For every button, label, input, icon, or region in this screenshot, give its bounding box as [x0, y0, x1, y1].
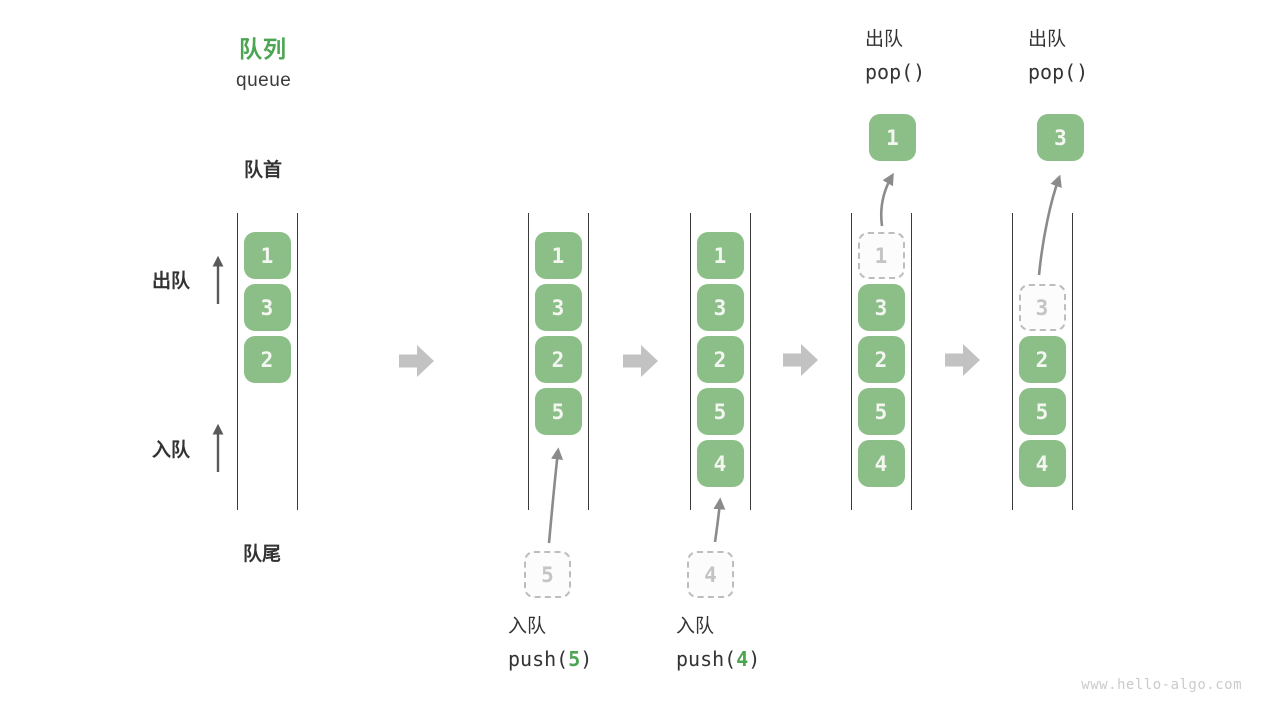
queue-element: 3 — [696, 284, 744, 331]
operation-code-pre: push( — [508, 647, 569, 671]
queue-element: 2 — [1018, 336, 1066, 383]
queue-front-label: 队首 — [244, 160, 283, 181]
operation-code-pre: pop( — [865, 60, 914, 84]
queue-element: 4 — [857, 440, 905, 487]
staged-element: 4 — [687, 551, 734, 598]
operation-label: 入队 push(5) — [508, 617, 592, 670]
queue-element: 3 — [534, 284, 582, 331]
operation-name: 出队 — [865, 29, 904, 50]
operation-label: 出队 pop() — [1028, 30, 1088, 83]
operation-code: pop() — [1028, 60, 1088, 84]
queue-element: 5 — [534, 388, 582, 435]
operation-name: 出队 — [1028, 29, 1067, 50]
operation-code-arg: 4 — [736, 647, 749, 671]
operation-code-post: ) — [1076, 60, 1089, 84]
queue-element: 4 — [696, 440, 744, 487]
operation-code: push(5) — [508, 647, 592, 671]
operation-name: 入队 — [508, 616, 547, 637]
diagram-title-en: queue — [236, 70, 292, 91]
watermark: www.hello-algo.com — [1081, 677, 1242, 693]
next-state-arrow-icon-3 — [783, 344, 818, 376]
queue-element: 5 — [696, 388, 744, 435]
popped-element: 1 — [869, 114, 916, 161]
operation-label: 出队 pop() — [865, 30, 925, 83]
queue-element: 5 — [857, 388, 905, 435]
next-state-arrow-icon-1 — [399, 345, 434, 377]
dequeue-direction-label: 出队 — [152, 271, 191, 292]
queue-element: 3 — [243, 284, 291, 331]
operation-code-post: ) — [748, 647, 761, 671]
diagram-title-zh: 队列 — [239, 36, 287, 62]
queue-element: 2 — [243, 336, 291, 383]
queue-element: 2 — [696, 336, 744, 383]
queue-state-5-after-pop-3: 3 2 5 4 — [1012, 213, 1073, 510]
queue-element: 2 — [534, 336, 582, 383]
queue-element: 1 — [696, 232, 744, 279]
queue-element: 3 — [857, 284, 905, 331]
queue-element: 2 — [857, 336, 905, 383]
enqueue-direction-label: 入队 — [152, 440, 191, 461]
operation-code: pop() — [865, 60, 925, 84]
queue-element: 4 — [1018, 440, 1066, 487]
operation-code-post: ) — [580, 647, 593, 671]
queue-rear-label: 队尾 — [243, 544, 282, 565]
staged-element: 5 — [524, 551, 571, 598]
operation-code: push(4) — [676, 647, 760, 671]
queue-element-ghost: 3 — [1018, 284, 1066, 331]
next-state-arrow-icon-4 — [945, 344, 980, 376]
operation-code-pre: pop( — [1028, 60, 1077, 84]
next-state-arrow-icon-2 — [623, 345, 658, 377]
operation-code-arg: 5 — [568, 647, 581, 671]
queue-element: 1 — [534, 232, 582, 279]
queue-state-2-after-push-5: 1 3 2 5 — [528, 213, 589, 510]
queue-element: 5 — [1018, 388, 1066, 435]
queue-state-4-after-pop-1: 1 3 2 5 4 — [851, 213, 912, 510]
operation-code-pre: push( — [676, 647, 737, 671]
queue-element-ghost: 1 — [857, 232, 905, 279]
queue-state-3-after-push-4: 1 3 2 5 4 — [690, 213, 751, 510]
operation-label: 入队 push(4) — [676, 617, 760, 670]
queue-element: 1 — [243, 232, 291, 279]
popped-element: 3 — [1037, 114, 1084, 161]
operation-code-post: ) — [913, 60, 926, 84]
queue-state-1-initial-queue: 1 3 2 — [237, 213, 298, 510]
operation-name: 入队 — [676, 616, 715, 637]
